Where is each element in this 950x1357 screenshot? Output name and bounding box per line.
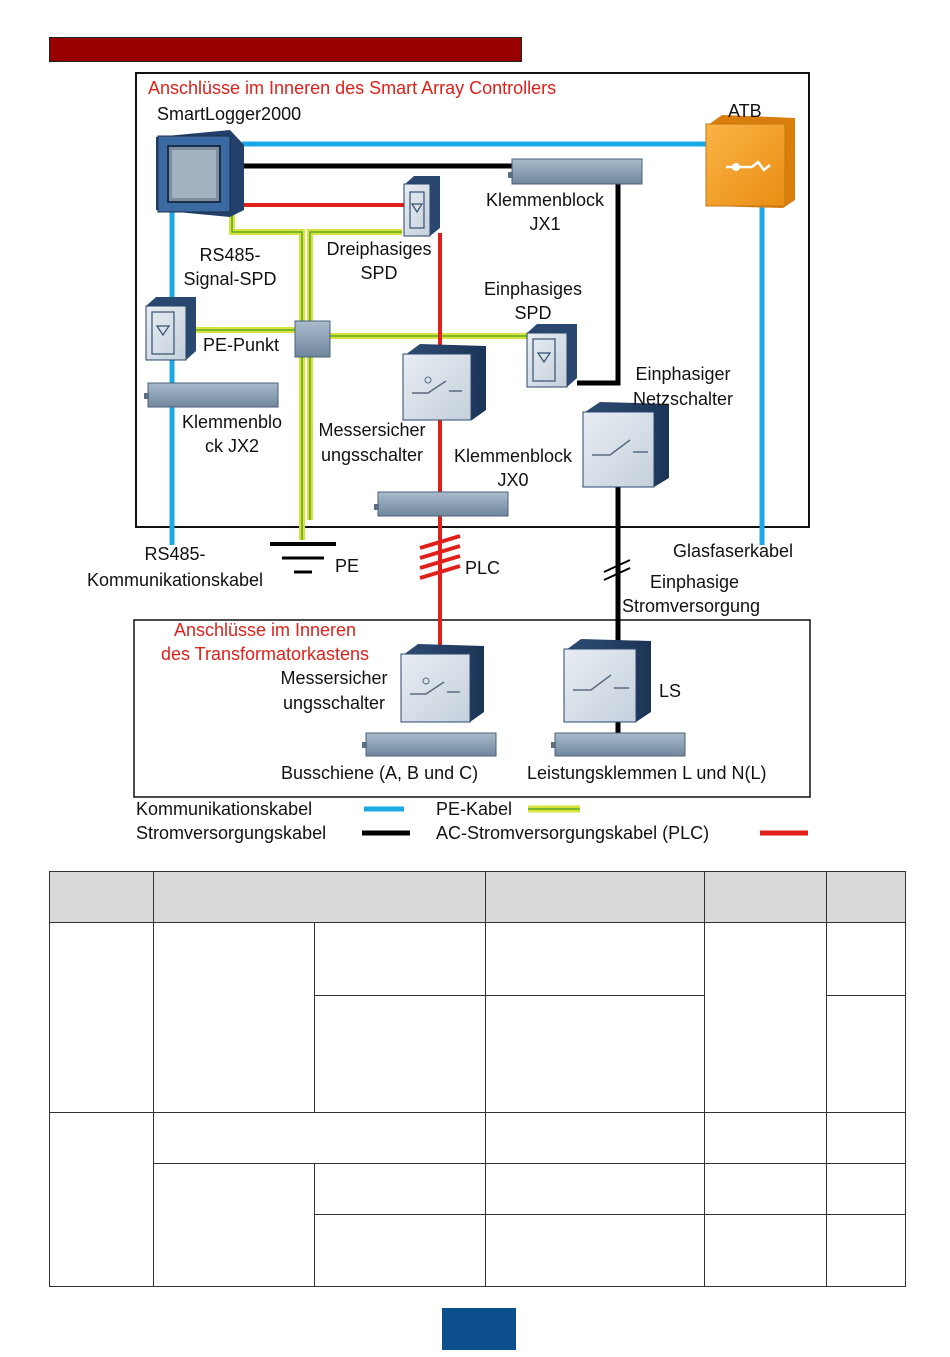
table-cell [704,1112,827,1164]
header-cell [704,871,827,923]
header-cell [826,871,906,923]
transformer-enclosure [133,619,811,798]
jx0-label-line1: Klemmenblock [453,446,573,466]
single-phase-spd-label-line2: SPD [514,303,552,323]
knife-switch2-label-line1: Messersicher [280,668,388,688]
busbar [362,732,497,757]
knife-switch2-label-line2: ungsschalter [282,693,386,713]
table-cell [153,1163,315,1287]
rs485-cable-label-line1: RS485- [144,544,206,564]
rs485-spd-label-line2: Signal-SPD [183,269,277,289]
jx0-label-line2: JX0 [497,470,529,490]
ls-label: LS [659,681,682,701]
table-cell [826,1112,906,1164]
transformer-title-line1: Anschlüsse im Inneren [173,620,357,640]
knife-switch-label-line2: ungsschalter [320,445,424,465]
pe-point-label: PE-Punkt [203,335,280,355]
legend-pe-label: PE-Kabel [436,799,513,819]
terminal-block-jx0 [374,491,509,517]
plc-label: PLC [465,558,501,578]
header-cell [485,871,705,923]
power-terminals [551,732,686,757]
header-cell [153,871,486,923]
table-cell [704,1214,827,1287]
table-cell [153,922,315,1113]
controller-enclosure [135,72,810,528]
table-row [49,1112,906,1287]
table-cell [314,1163,486,1215]
jx1-label-line1: Klemmenblock [485,190,605,210]
rs485-spd-label-line1: RS485- [199,245,261,265]
busbar-label: Busschiene (A, B und C) [281,763,479,783]
spec-table [49,871,906,1287]
page-number-box [442,1308,516,1350]
single-phase-spd-label-line1: Einphasiges [483,279,583,299]
single-phase-spd [526,324,577,388]
power-cables [242,163,621,735]
three-phase-spd-label-line2: SPD [360,263,398,283]
smartlogger-label: SmartLogger2000 [157,104,302,124]
pe-cables [196,208,530,540]
legend-ac-plc-label: AC-Stromversorgungskabel (PLC) [436,823,710,843]
table-cell [826,995,906,1113]
table-cell [485,995,705,1113]
legend-power-label: Stromversorgungskabel [136,823,327,843]
ground-symbol [270,542,336,574]
table-row [50,1214,906,1287]
table-cell [826,1214,906,1287]
table-cell [153,1112,486,1164]
power-break-marks [603,559,631,581]
table-header-row [49,871,906,923]
table-cell [314,1214,486,1287]
table-row [50,1163,906,1287]
knife-switch-label-line1: Messersicher [318,420,426,440]
rs485-signal-spd [145,297,196,361]
table-cell [314,922,486,996]
table-cell [485,922,705,996]
jx1-label-line2: JX1 [529,214,561,234]
table-cell [826,922,906,996]
jx2-label-line1: Klemmenblo [181,412,283,432]
single-phase-supply-label-line1: Einphasige [650,572,740,592]
rs485-cable-label-line2: Kommunikationskabel [86,570,264,590]
knife-switch-controller [402,344,486,421]
single-phase-supply-label-line2: Stromversorgung [622,596,761,616]
single-phase-switch [582,402,669,488]
table-cell [314,995,486,1113]
pe-label: PE [335,556,360,576]
table-cell [485,1163,705,1215]
wiring-diagram [133,72,811,836]
ac-plc-cables [242,203,442,650]
atb-label: ATB [728,101,762,121]
fiber-cable-label: Glasfaserkabel [673,541,794,561]
single-phase-switch-label-line2: Netzschalter [632,389,734,409]
terminal-block-jx2 [144,382,279,408]
single-phase-switch-label-line1: Einphasiger [635,364,731,384]
pe-point-block [294,320,331,358]
jx2-label-line2: ck JX2 [204,436,260,456]
terminal-block-jx1 [508,158,643,185]
three-phase-spd-label-line1: Dreiphasiges [326,239,432,259]
table-cell [485,1214,705,1287]
ls-breaker [563,639,651,723]
knife-switch-transformer [400,644,484,723]
table-cell [826,1163,906,1215]
table-cell [49,922,154,1113]
table-row [49,922,906,1113]
table-cell [704,1163,827,1215]
table-cell [485,1112,705,1164]
header-cell [49,871,154,923]
three-phase-spd [403,176,440,237]
section-header-bar [49,37,522,62]
controller-title: Anschlüsse im Inneren des Smart Array Co… [148,78,557,98]
smartlogger-device [156,130,244,217]
table-row [50,995,906,1113]
table-cell [704,922,827,1113]
transformer-title-line2: des Transformatorkastens [160,644,370,664]
power-terminals-label: Leistungsklemmen L und N(L) [527,763,767,783]
legend-communication-label: Kommunikationskabel [136,799,313,819]
atb-box [705,115,795,208]
plc-break-marks [419,534,461,580]
table-cell [49,1112,154,1287]
